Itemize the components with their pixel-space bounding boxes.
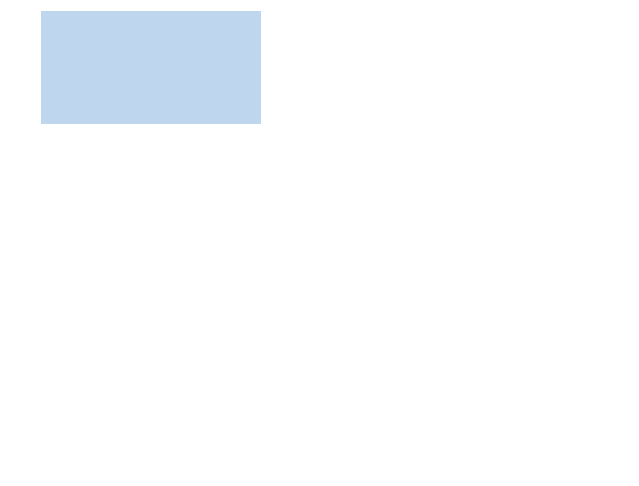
figure: [41, 11, 261, 124]
